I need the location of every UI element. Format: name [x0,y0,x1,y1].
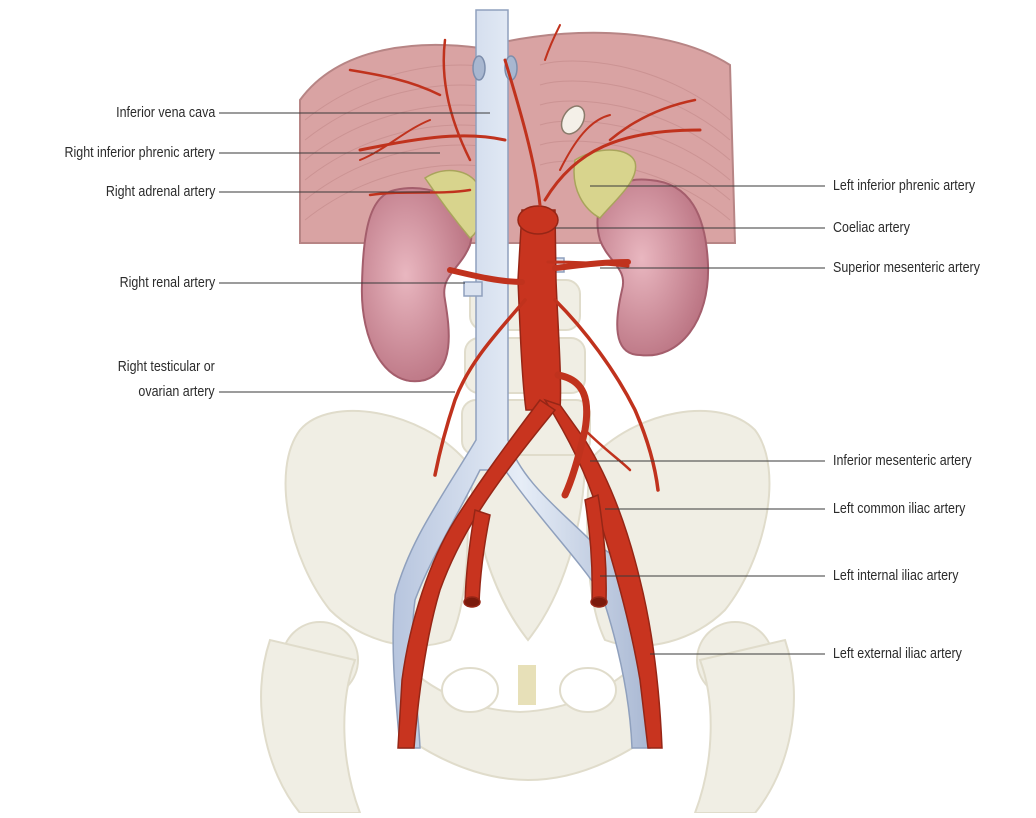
label-inferior-mesenteric-artery: Inferior mesenteric artery [833,451,972,471]
label-right-testicular-line2: ovarian artery [139,382,215,402]
left-obturator-foramen [560,668,616,712]
pubic-symphysis [518,665,536,705]
label-superior-mesenteric-artery: Superior mesenteric artery [833,258,980,278]
label-inferior-vena-cava: Inferior vena cava [116,103,215,123]
left-kidney [597,179,708,355]
label-coeliac-artery: Coeliac artery [833,218,910,238]
right-obturator-foramen [442,668,498,712]
left-femur [695,640,794,813]
abdominal-aorta [518,210,561,410]
coeliac-trunk [518,206,558,234]
label-left-external-iliac-artery: Left external iliac artery [833,644,962,664]
right-femur [261,640,360,813]
label-right-renal-artery: Right renal artery [119,273,215,293]
label-left-common-iliac-artery: Left common iliac artery [833,499,965,519]
label-right-inferior-phrenic-artery: Right inferior phrenic artery [65,143,215,163]
label-left-internal-iliac-artery: Left internal iliac artery [833,566,958,586]
right-renal-vein [464,282,482,296]
label-right-testicular-line1: Right testicular or [118,357,215,377]
label-right-adrenal-artery: Right adrenal artery [105,182,215,202]
label-left-inferior-phrenic-artery: Left inferior phrenic artery [833,176,975,196]
